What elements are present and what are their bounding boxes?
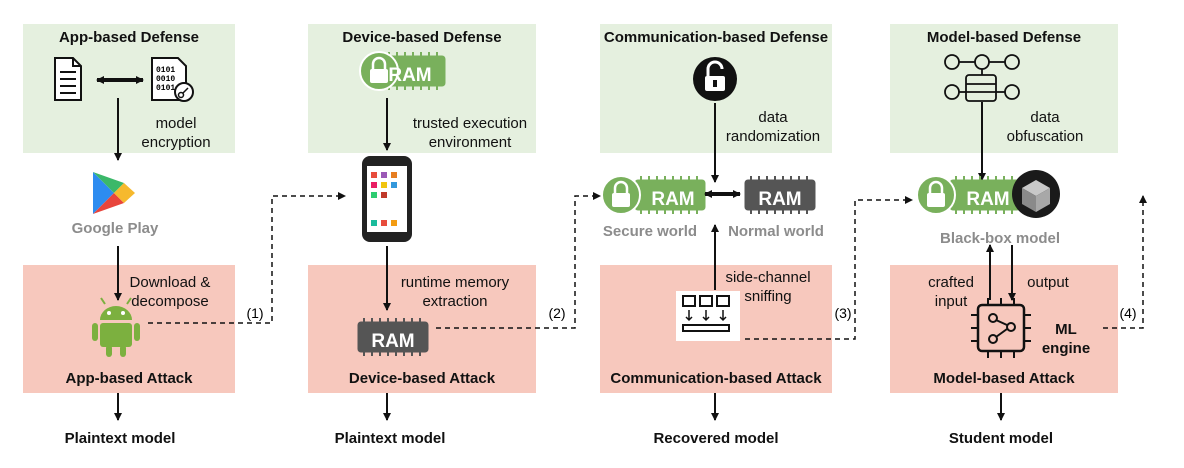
document-icon <box>54 57 82 101</box>
ram-label: RAM <box>388 65 431 86</box>
dashed-arrow-2 <box>436 192 601 329</box>
obfuscation-icon <box>944 54 1020 102</box>
comm-attack-title: Communication-based Attack <box>610 370 822 387</box>
normal-world-label: Normal world <box>728 223 824 240</box>
device-defense-title: Device-based Defense <box>342 29 502 46</box>
svg-text:0101: 0101 <box>156 84 175 93</box>
android-icon <box>92 297 140 357</box>
smartphone-icon <box>362 156 412 242</box>
app-defense-title: App-based Defense <box>58 29 200 46</box>
ram-label: RAM <box>758 189 801 210</box>
model-defense-box: Model-based Defense <box>890 24 1118 153</box>
output-student-model: Student model <box>948 430 1054 447</box>
svg-text:0101: 0101 <box>156 66 175 75</box>
step-label-2: (2) <box>548 305 565 321</box>
model-attack-title: Model-based Attack <box>933 370 1075 387</box>
ml-chip-icon <box>971 298 1031 358</box>
output-recovered-model: Recovered model <box>653 430 779 447</box>
google-play-icon <box>93 172 135 214</box>
ram-label: RAM <box>966 189 1009 210</box>
ram-label: RAM <box>371 331 414 352</box>
step-label-1: (1) <box>246 305 263 321</box>
secure-world-label: Secure world <box>602 223 698 240</box>
sniffing-icon <box>676 291 740 341</box>
dashed-arrow-4 <box>1103 195 1147 329</box>
step-label-3: (3) <box>834 305 851 321</box>
device-attack-title: Device-based Attack <box>348 370 496 387</box>
encrypted-binary-icon: 0101 0010 0101 <box>151 57 194 102</box>
app-attack-title: App-based Attack <box>65 370 193 387</box>
svg-text:0010: 0010 <box>156 75 175 84</box>
step-label-4: (4) <box>1119 305 1136 321</box>
lock-icon <box>693 57 737 101</box>
google-play-label: Google Play <box>71 220 159 237</box>
output-plaintext-model-1: Plaintext model <box>64 430 176 447</box>
black-box-cube-icon <box>1012 170 1060 218</box>
output-label: output <box>1027 274 1069 291</box>
output-plaintext-model-2: Plaintext model <box>334 430 446 447</box>
dashed-arrow-3 <box>745 196 913 340</box>
download-label: Download &decompose <box>129 274 211 310</box>
ram-label: RAM <box>651 189 694 210</box>
model-attack-box: Model-based Attack <box>890 265 1118 393</box>
comm-defense-title: Communication-based Defense <box>603 29 829 46</box>
model-defense-title: Model-based Defense <box>926 29 1082 46</box>
black-box-label: Black-box model <box>940 230 1061 247</box>
